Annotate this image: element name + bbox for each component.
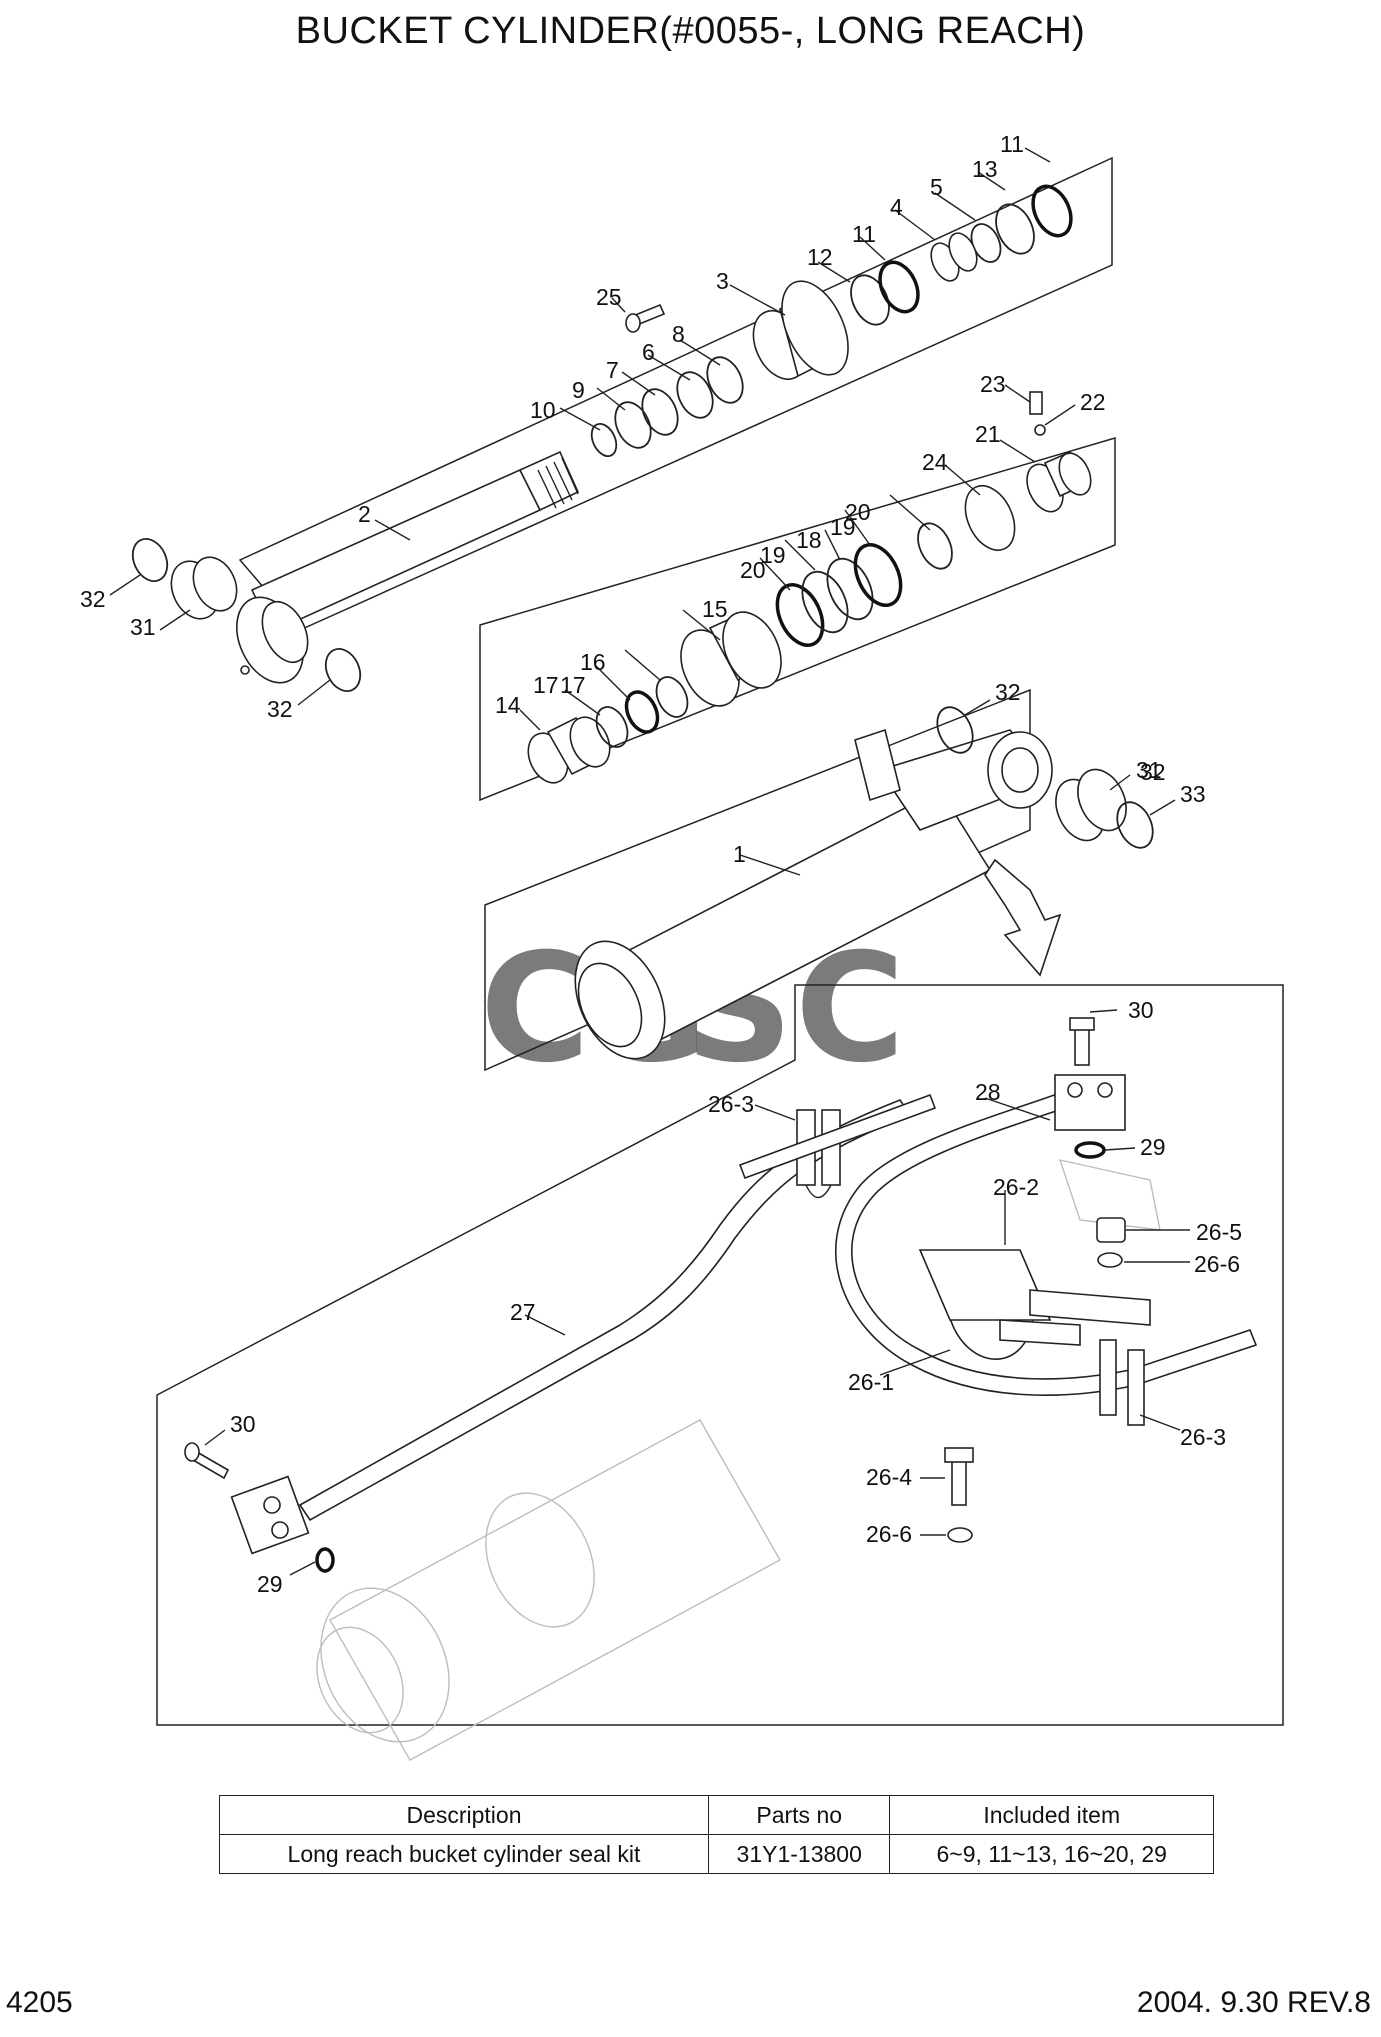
callout-19: 19 — [760, 542, 786, 568]
callout-31: 31 — [1136, 757, 1162, 783]
callout-22: 22 — [1080, 389, 1106, 415]
seal-kit-table: Description Parts no Included item Long … — [219, 1795, 1214, 1874]
callout-32: 32 — [1140, 759, 1166, 785]
callout-4: 4 — [890, 194, 903, 220]
callout-7: 7 — [606, 357, 619, 383]
callout-26-3: 26-3 — [708, 1091, 754, 1117]
table-header-row: Description Parts no Included item — [219, 1795, 1214, 1835]
ring-32-b — [324, 648, 362, 692]
callout-12: 12 — [807, 244, 833, 270]
callout-11: 11 — [852, 221, 876, 247]
header-parts-no: Parts no — [707, 1795, 891, 1835]
cell-description: Long reach bucket cylinder seal kit — [219, 1834, 709, 1874]
callout-29: 29 — [1140, 1134, 1166, 1160]
callout-25: 25 — [596, 284, 622, 310]
bushing-31-right — [1055, 768, 1127, 842]
callout-32: 32 — [995, 679, 1021, 705]
piping-group-frame — [156, 984, 1284, 1726]
cell-included-item: 6~9, 11~13, 16~20, 29 — [889, 1834, 1214, 1874]
piston-rod — [236, 450, 580, 684]
callout-2: 2 — [358, 501, 371, 527]
tube-frame — [484, 688, 1031, 1072]
bushing-31-left — [170, 556, 238, 620]
callout-32: 32 — [267, 696, 293, 722]
pipe-27 — [184, 1099, 912, 1573]
callout-5: 5 — [930, 174, 943, 200]
faint-tube-outline — [316, 1159, 1161, 1761]
ring-32-d — [936, 706, 974, 754]
callout-30: 30 — [230, 1411, 256, 1437]
callout-leaders — [109, 147, 1190, 1576]
callout-labels: 1234567891011111213141516171718191920202… — [80, 131, 1242, 1597]
callout-3: 3 — [716, 268, 729, 294]
callout-31: 31 — [130, 614, 156, 640]
callout-18: 18 — [796, 527, 822, 553]
callout-26-4: 26-4 — [866, 1464, 912, 1490]
table-row: Long reach bucket cylinder seal kit 31Y1… — [219, 1834, 1214, 1874]
callout-26-6: 26-6 — [866, 1521, 912, 1547]
cylinder-tube — [574, 728, 1053, 1060]
callout-10: 10 — [530, 397, 556, 423]
clamp-26 — [796, 1109, 1151, 1543]
callout-30: 30 — [1128, 997, 1154, 1023]
callout-9: 9 — [572, 377, 585, 403]
rod-seal-rings — [590, 184, 1073, 457]
header-included-item: Included item — [889, 1795, 1214, 1835]
callout-11: 11 — [1000, 131, 1024, 157]
header-description: Description — [219, 1795, 709, 1835]
callout-16: 16 — [580, 649, 606, 675]
svg-text:C: C — [480, 922, 590, 1096]
callout-8: 8 — [672, 321, 685, 347]
callout-26-5: 26-5 — [1196, 1219, 1242, 1245]
callout-17: 17 — [560, 672, 586, 698]
callout-20: 20 — [845, 499, 871, 525]
page-number: 4205 — [6, 1986, 73, 2019]
callout-20: 20 — [740, 557, 766, 583]
callout-26-6: 26-6 — [1194, 1251, 1240, 1277]
callout-29: 29 — [257, 1571, 283, 1597]
callout-19: 19 — [830, 514, 856, 540]
callout-27: 27 — [510, 1299, 536, 1325]
piston-group-parts — [527, 391, 1092, 784]
callout-14: 14 — [495, 692, 521, 718]
piston-group-frame — [479, 436, 1116, 802]
callout-6: 6 — [642, 339, 655, 365]
callout-13: 13 — [972, 156, 998, 182]
upper-pipe — [738, 1093, 937, 1180]
callout-28: 28 — [975, 1079, 1001, 1105]
rod-cover — [752, 280, 849, 380]
bushing-4 — [930, 232, 978, 282]
page-title: BUCKET CYLINDER(#0055-, LONG REACH) — [295, 10, 1086, 52]
callout-1: 1 — [733, 841, 746, 867]
callout-24: 24 — [922, 449, 948, 475]
callout-23: 23 — [980, 371, 1006, 397]
cell-parts-no: 31Y1-13800 — [707, 1834, 891, 1874]
detail-arrow — [984, 858, 1062, 977]
ring-32-c — [1116, 801, 1154, 849]
callout-26-2: 26-2 — [993, 1174, 1039, 1200]
callout-32: 32 — [80, 586, 106, 612]
callout-26-1: 26-1 — [848, 1369, 894, 1395]
callout-26-3: 26-3 — [1180, 1424, 1226, 1450]
callout-21: 21 — [975, 421, 1001, 447]
callout-33: 33 — [1180, 781, 1206, 807]
callout-17: 17 — [533, 672, 559, 698]
ring-32-a — [131, 538, 169, 582]
callout-15: 15 — [702, 596, 728, 622]
revision-date: 2004. 9.30 REV.8 — [1136, 1986, 1371, 2019]
bolt-25 — [625, 303, 666, 333]
